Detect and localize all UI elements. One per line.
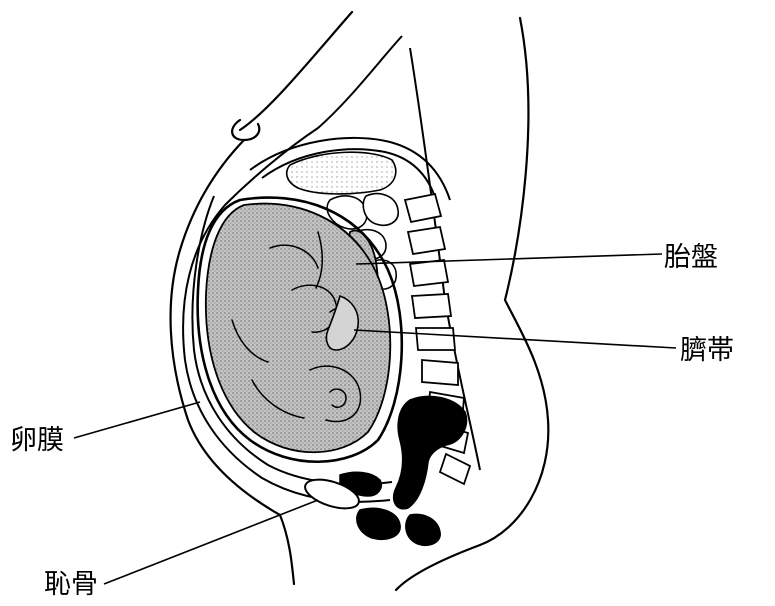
leader-membrane (74, 402, 200, 438)
label-fetal-membrane: 卵膜 (10, 427, 64, 454)
label-umbilical-cord: 臍帯 (680, 337, 734, 364)
label-pubic-bone: 恥骨 (44, 571, 98, 598)
leader-placenta (356, 254, 662, 264)
label-placenta: 胎盤 (664, 244, 718, 271)
leader-pubis (104, 500, 318, 584)
